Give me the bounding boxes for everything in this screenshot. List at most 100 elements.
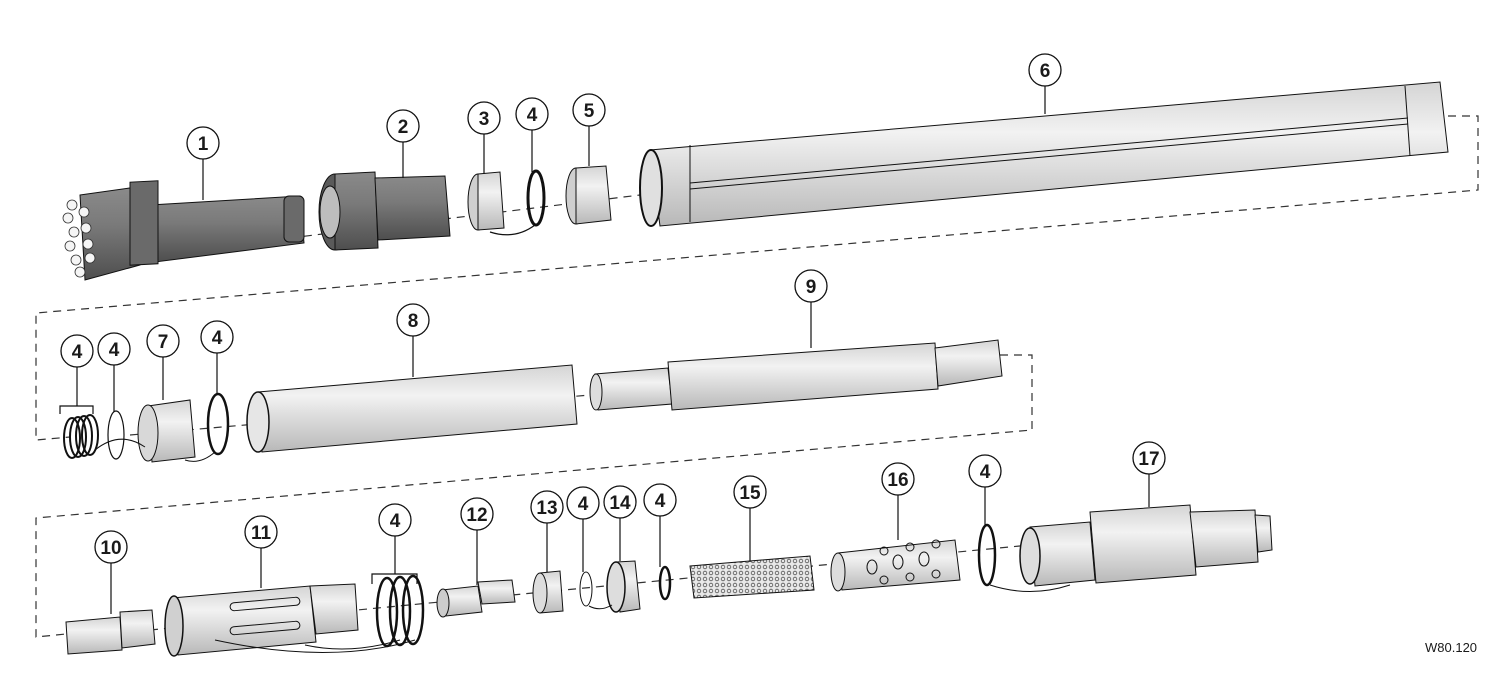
assembly-arrow-row3c [588, 604, 613, 610]
assembly-arrow-row1 [489, 224, 536, 236]
callout-c13: 13 [530, 490, 564, 524]
callout-circle [186, 126, 220, 160]
callout-label: 4 [109, 340, 120, 361]
callout-label: 3 [479, 109, 490, 130]
callout-circle [1028, 53, 1062, 87]
callout-circle [146, 324, 180, 358]
callout-c3: 3 [467, 101, 501, 135]
callout-label: 4 [578, 494, 589, 515]
part-15-mesh-filter [689, 555, 815, 599]
part-4-o-ring-g [658, 565, 672, 601]
callout-c4a: 4 [515, 97, 549, 131]
callout-label: 6 [1040, 61, 1051, 82]
callout-c4d: 4 [200, 320, 234, 354]
callout-c15: 15 [733, 475, 767, 509]
part-4-o-ring-h [977, 523, 997, 587]
callout-c5: 5 [572, 93, 606, 127]
part-12-valve-body [436, 579, 516, 618]
part-7-bushing [137, 399, 196, 463]
callout-c6: 6 [1028, 53, 1062, 87]
callout-c1: 1 [186, 126, 220, 160]
callout-c4h: 4 [968, 454, 1002, 488]
callout-c2: 2 [386, 109, 420, 143]
callout-circle [378, 503, 412, 537]
callout-c4e: 4 [378, 503, 412, 537]
callout-c16: 16 [881, 462, 915, 496]
part-6-outer-cylinder [639, 81, 1449, 227]
callout-circle [97, 332, 131, 366]
part-2-chuck [318, 171, 451, 251]
callout-label: 4 [655, 491, 666, 512]
callout-label: 13 [536, 498, 557, 519]
callout-leaders [76, 86, 1150, 614]
part-3-retaining-ring [467, 171, 505, 231]
callout-label: 4 [390, 511, 401, 532]
part-10-foot-valve [65, 609, 156, 655]
callout-label: 4 [527, 105, 538, 126]
part-17-backhead [1019, 504, 1273, 587]
part-14-bushing [606, 560, 641, 613]
callout-circle [968, 454, 1002, 488]
callout-c14: 14 [603, 485, 637, 519]
callout-label: 4 [72, 342, 83, 363]
drawing-code: W80.120 [1425, 640, 1478, 655]
callout-circle [467, 101, 501, 135]
part-13-ring [532, 570, 564, 614]
callout-circle [530, 490, 564, 524]
part-4-o-ring-b [107, 410, 125, 460]
callout-c4b: 4 [60, 334, 94, 368]
callout-c9: 9 [794, 269, 828, 303]
callout-circle [566, 486, 600, 520]
part-9-piston [589, 339, 1003, 411]
callout-label: 15 [739, 483, 761, 504]
callout-label: 16 [887, 470, 908, 491]
callout-label: 8 [408, 311, 419, 332]
callout-circle [572, 93, 606, 127]
callout-c4f: 4 [566, 486, 600, 520]
part-4-o-rings-set [375, 574, 425, 648]
callout-circle [94, 530, 128, 564]
assembly-arrow-row2b [184, 451, 216, 462]
callout-label: 7 [158, 332, 169, 353]
callout-circle [396, 303, 430, 337]
part-4-spring-rings [63, 414, 99, 459]
callout-label: 10 [100, 538, 121, 559]
callout-c17: 17 [1132, 441, 1166, 475]
callout-circle [643, 483, 677, 517]
part-1-drill-bit [62, 180, 305, 281]
callout-label: 12 [466, 505, 487, 526]
callout-label: 4 [980, 462, 991, 483]
callout-label: 9 [806, 277, 817, 298]
callout-circle [794, 269, 828, 303]
callout-label: 2 [398, 117, 409, 138]
callout-c4c: 4 [97, 332, 131, 366]
callout-circle [733, 475, 767, 509]
callout-circle [515, 97, 549, 131]
callout-c8: 8 [396, 303, 430, 337]
callout-circle [386, 109, 420, 143]
assembly-arrow-row2a [94, 438, 146, 451]
callout-circle [881, 462, 915, 496]
callout-c10: 10 [94, 530, 128, 564]
assembly-arrow-row3b [304, 639, 401, 650]
dash-row1-to-row2 [35, 115, 1479, 441]
callout-label: 5 [584, 101, 595, 122]
callout-label: 14 [609, 493, 631, 514]
callout-c11: 11 [244, 515, 278, 549]
callout-circle [1132, 441, 1166, 475]
assembly-arrow-row3a [214, 639, 416, 653]
callout-label: 1 [198, 134, 209, 155]
part-4-o-ring-f [579, 571, 593, 607]
part-5-guide-ring [565, 165, 612, 225]
callout-circle [460, 497, 494, 531]
callout-label: 17 [1138, 449, 1159, 470]
part-4-o-ring-c [206, 392, 230, 456]
callout-circle [603, 485, 637, 519]
callout-circle [244, 515, 278, 549]
callout-c12: 12 [460, 497, 494, 531]
callout-circle [60, 334, 94, 368]
dash-row2-to-row3 [35, 354, 1033, 638]
callout-c4g: 4 [643, 483, 677, 517]
